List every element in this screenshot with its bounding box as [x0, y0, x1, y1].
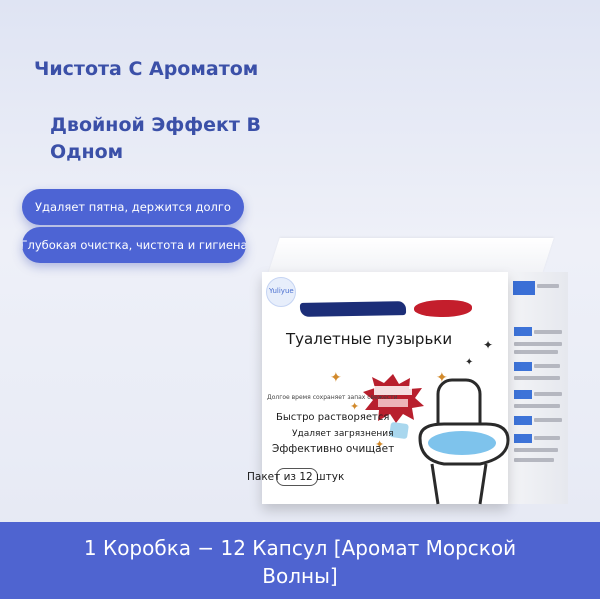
pack-count-ring: [276, 468, 318, 486]
brand-logo: [266, 277, 296, 307]
side-label-bar: [514, 327, 532, 336]
side-text-line: [534, 330, 562, 334]
toilet-icon: [418, 378, 510, 505]
heading-line-1: Чистота С Ароматом: [34, 58, 259, 80]
banner-line-1: 1 Коробка − 12 Капсул [Аромат Морской: [83, 536, 517, 560]
feature-pill-cleaning: Глубокая очистка, чистота и гигиена: [22, 227, 246, 263]
product-box-top: [268, 238, 554, 274]
side-panel-tag: [513, 281, 535, 295]
brand-logo-text: Yuliyue: [269, 287, 294, 295]
sparkle-icon: ✦: [375, 438, 385, 451]
side-text-line: [537, 284, 559, 288]
side-label-bar: [514, 434, 532, 443]
product-box-side: [508, 272, 568, 504]
side-label-bar: [514, 390, 532, 399]
brush-stroke-red: [414, 300, 472, 317]
side-text-line: [534, 364, 560, 368]
feature-cleans: Эффективно очищает: [272, 443, 395, 455]
sparkle-icon: ✦: [465, 357, 474, 368]
side-text-line: [514, 448, 558, 452]
side-text-line: [514, 404, 560, 408]
side-text-line: [534, 418, 562, 422]
heading-line-2: Двойной Эффект В Одном: [50, 114, 261, 163]
pack-count: Пакет из 12 штук: [247, 471, 345, 483]
feature-pill-stains: Удаляет пятна, держится долго: [22, 189, 244, 225]
sparkle-icon: ✦: [350, 400, 360, 413]
side-text-line: [514, 350, 558, 354]
side-text-line: [534, 436, 560, 440]
side-label-bar: [514, 416, 532, 425]
feature-removes-dirt: Удаляет загрязнения: [292, 429, 394, 439]
banner-line-2: Волны]: [262, 564, 338, 588]
sparkle-icon: ✦: [330, 370, 342, 386]
side-text-line: [514, 458, 554, 462]
starburst-icon: [363, 374, 424, 423]
side-label-bar: [514, 362, 532, 371]
brush-stroke-blue: [299, 301, 407, 317]
bottom-banner: 1 Коробка − 12 Капсул [Аромат Морской Во…: [0, 522, 600, 599]
tagline-small: Долгое время сохраняет запах свежести: [267, 394, 398, 401]
side-text-line: [514, 342, 562, 346]
side-text-line: [514, 376, 560, 380]
side-text-line: [534, 392, 562, 396]
sparkle-icon: ✦: [436, 370, 448, 386]
feature-dissolves: Быстро растворяется: [276, 412, 390, 423]
sparkle-icon: ✦: [483, 338, 494, 352]
product-name: Туалетные пузырьки: [286, 330, 453, 348]
